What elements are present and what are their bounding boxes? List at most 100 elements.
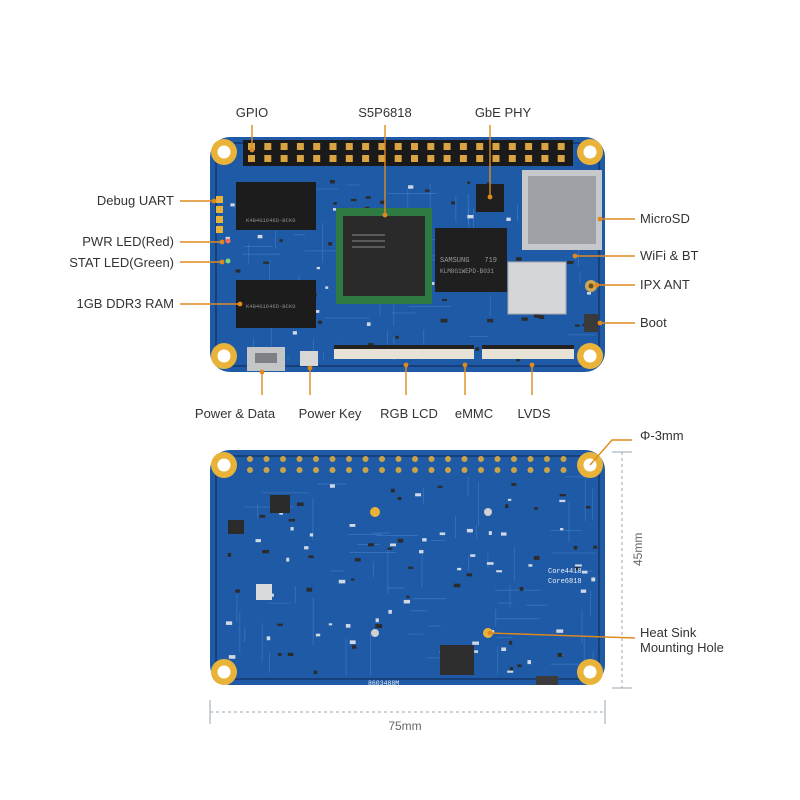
smd-component (345, 624, 351, 628)
debug-uart-pad (216, 216, 223, 223)
power-key (300, 351, 318, 366)
gpio-pin (248, 155, 255, 162)
gpio-pin (411, 143, 418, 150)
gpio-solder-pad (329, 467, 336, 473)
smd-component (567, 260, 574, 264)
gpio-pin (362, 143, 370, 150)
gpio-solder-pad (478, 467, 484, 473)
smd-component (338, 579, 346, 584)
gpio-pin (541, 143, 549, 150)
lvds-connector-latch (482, 345, 574, 349)
micro-usb-opening (255, 353, 277, 363)
gpio-pin (264, 155, 272, 162)
rgb-lcd-label: RGB LCD (380, 406, 438, 421)
smd-component (521, 317, 528, 321)
gpio-solder-pad (412, 456, 418, 462)
gbe-phy-leader-dot (487, 194, 493, 200)
smd-component (533, 555, 540, 560)
gpio-pin (329, 143, 337, 150)
emmc-chip-brand: SAMSUNG (440, 257, 469, 265)
ddr3-chip-top-text: K4B4G1646D-BCK0 (246, 217, 296, 224)
top-hole-tr-center (583, 145, 597, 159)
smd-component (467, 214, 474, 219)
gpio-solder-pad (544, 456, 550, 462)
smd-component (257, 234, 263, 239)
smd-component (516, 358, 520, 362)
gpio-solder-pad (280, 467, 286, 473)
debug-uart-label: Debug UART (96, 193, 174, 208)
smd-component (422, 538, 427, 542)
gpio-pin (345, 143, 353, 150)
gpio-solder-pad (395, 456, 402, 462)
smd-component (351, 578, 355, 581)
smd-component (587, 292, 592, 295)
smd-component (560, 528, 564, 531)
smd-component (506, 217, 511, 221)
smd-component (317, 320, 323, 324)
width-dimension-label: 75mm (388, 719, 422, 733)
gpio-solder-pad (445, 467, 451, 473)
lvds-leader-dot (529, 362, 535, 368)
gpio-pin (525, 155, 533, 162)
gpio-pin (508, 143, 516, 150)
gpio-pin (296, 143, 304, 150)
gpio-pin (313, 155, 321, 162)
gpio-label: GPIO (235, 105, 269, 120)
smd-component (279, 511, 283, 515)
smd-component (451, 201, 456, 205)
smd-component (367, 343, 374, 347)
smd-component (333, 208, 337, 211)
gpio-solder-pad (362, 456, 369, 462)
smd-component (349, 640, 356, 644)
smd-component (292, 331, 297, 335)
smd-component (290, 527, 294, 531)
smd-component (228, 655, 236, 659)
smd-component (325, 286, 329, 289)
smd-component (487, 318, 494, 323)
microsd-slot-inner (528, 176, 596, 244)
gpio-pin (427, 143, 435, 150)
smd-component (496, 570, 503, 573)
gpio-leader-dot (249, 147, 255, 153)
back-ic (228, 520, 244, 534)
smd-component (328, 623, 333, 626)
smd-component (263, 261, 270, 264)
smd-component (509, 640, 513, 645)
smd-component (388, 609, 392, 614)
smd-component (408, 566, 414, 569)
gpio-solder-pad (346, 467, 352, 473)
smd-component (330, 180, 335, 184)
gpio-pin (492, 143, 500, 150)
smd-component (375, 618, 379, 623)
gpio-solder-pad (478, 456, 484, 462)
smd-component (308, 555, 314, 559)
smd-component (316, 266, 321, 270)
smd-component (574, 566, 580, 570)
heat-sink-leader-dot (487, 630, 493, 636)
power-data-leader-dot (259, 369, 265, 375)
bottom-board-pcb (210, 450, 605, 685)
gpio-solder-pad (461, 467, 468, 473)
gpio-solder-pad (313, 467, 319, 473)
smd-component (277, 623, 283, 626)
smd-component (354, 558, 361, 562)
smd-component (538, 315, 545, 320)
smd-component (329, 484, 335, 488)
heat-sink-leader (489, 632, 636, 639)
bottom-hole-br-center (583, 665, 597, 679)
ddr3-chip-top (236, 182, 316, 230)
smd-component (517, 664, 522, 668)
core6818-silkscreen: Core6818 (548, 578, 582, 586)
emmc-chip-part: KLM8G1WEPD-B031 (440, 268, 494, 275)
lvds-label: LVDS (517, 406, 551, 421)
gpio-pin (280, 155, 288, 162)
smd-component (259, 514, 266, 518)
bottom-hole-bl-center (217, 665, 231, 679)
smd-component (313, 670, 318, 675)
smd-component (534, 314, 540, 318)
stat-led-leader-dot (219, 259, 225, 265)
smd-component (559, 499, 566, 503)
gpio-pin (443, 155, 451, 162)
emmc-chip (435, 228, 507, 292)
gpio-pin (476, 155, 484, 162)
